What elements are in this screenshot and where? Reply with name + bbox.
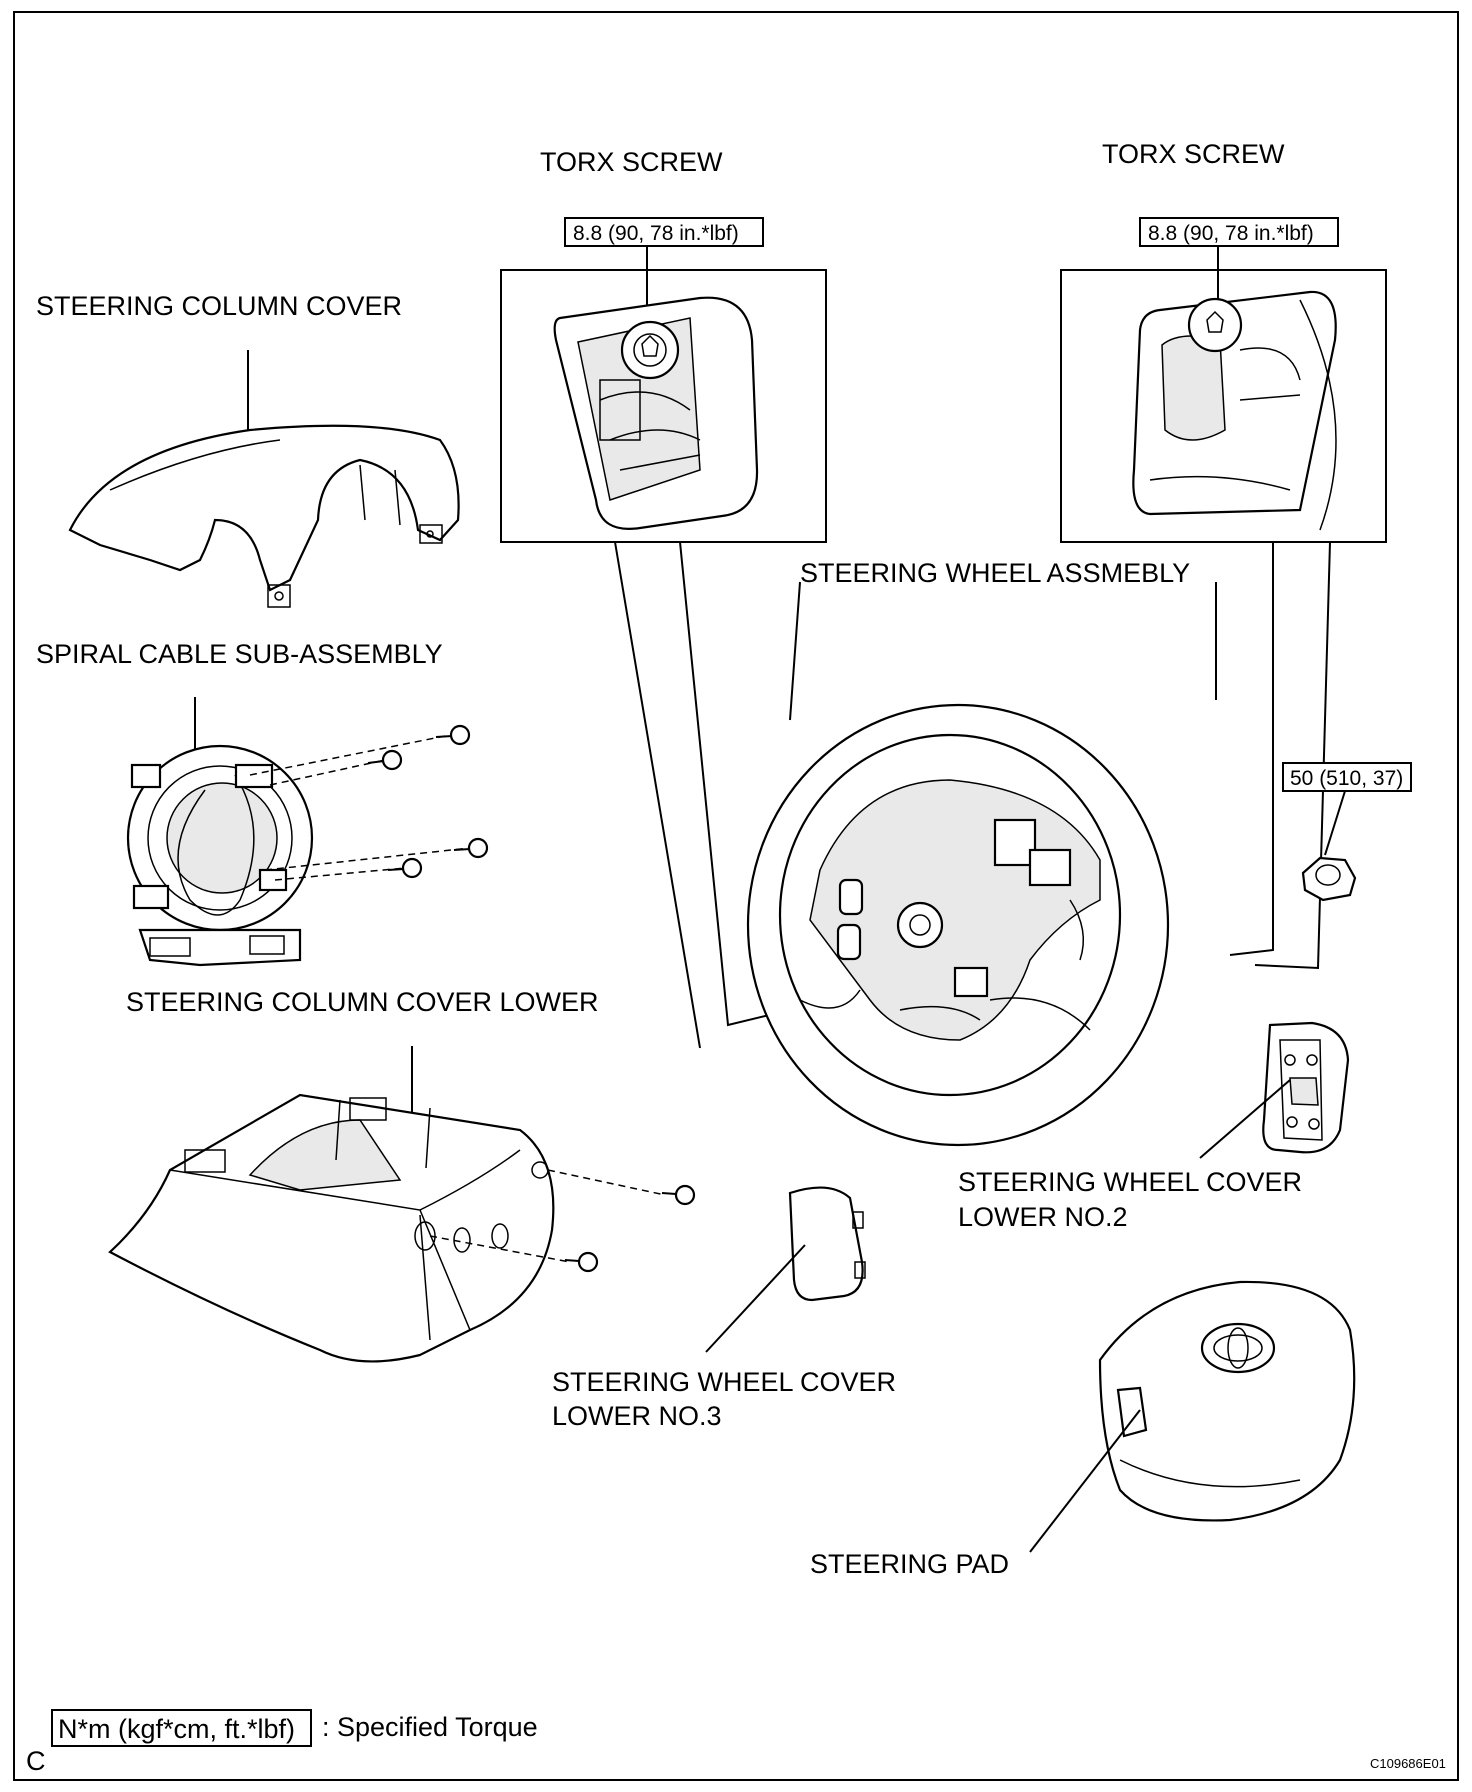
torque-box-nut [1282, 762, 1412, 792]
label-steering-wheel-assembly: STEERING WHEEL ASSMEBLY [800, 558, 1190, 588]
spiral-cable-screws [249, 724, 489, 881]
figure-code: C109686E01 [1370, 1756, 1446, 1771]
cover-lower-screws [429, 1169, 696, 1273]
torx-screw-left-detail [553, 296, 759, 530]
leader-nut [1324, 790, 1346, 856]
legend-unit-text: N*m (kgf*cm, ft.*lbf) [58, 1714, 295, 1744]
label-torx-screw-right: TORX SCREW [1102, 139, 1285, 169]
steering-wheel-cover-lower-no2-part [1262, 1021, 1350, 1154]
torque-value-torx-left: 8.8 (90, 78 in.*lbf) [573, 222, 739, 245]
torque-box-torx-left [564, 217, 764, 247]
leader-cover-lower-no2 [1199, 1079, 1291, 1159]
corner-letter: C [26, 1746, 46, 1776]
steering-pad-part [1098, 1280, 1356, 1522]
torque-value-nut: 50 (510, 37) [1290, 767, 1403, 790]
legend-description: : Specified Torque [322, 1712, 538, 1742]
label-cover-lower-no3-line2: LOWER NO.3 [552, 1401, 722, 1431]
label-steering-pad: STEERING PAD [810, 1549, 1009, 1579]
nut-part [1301, 856, 1357, 902]
label-cover-lower-no2-line2: LOWER NO.2 [958, 1202, 1128, 1232]
spiral-cable-part [126, 744, 314, 967]
label-cover-lower-no2-line1: STEERING WHEEL COVER [958, 1167, 1302, 1197]
leader-steering-wheel-assembly [789, 581, 801, 721]
steering-column-cover-lower-part [108, 1093, 555, 1363]
legend-unit-box [51, 1709, 312, 1747]
leader-detail-right-b [1254, 541, 1331, 970]
torque-box-torx-right [1139, 217, 1339, 247]
leader-detail-left-a [614, 541, 701, 1049]
leader-steering-pad [1029, 1409, 1141, 1553]
label-steering-column-cover: STEERING COLUMN COVER [36, 291, 402, 321]
torx-screw-right-detail [1132, 290, 1337, 531]
label-torx-screw-left: TORX SCREW [540, 147, 723, 177]
detail-frame-torx-left [500, 269, 827, 543]
label-cover-lower-no3-line1: STEERING WHEEL COVER [552, 1367, 896, 1397]
leader-detail-right-a [1229, 542, 1274, 956]
steering-column-cover-part [68, 424, 460, 608]
torque-value-torx-right: 8.8 (90, 78 in.*lbf) [1148, 222, 1314, 245]
label-spiral-cable: SPIRAL CABLE SUB-ASSEMBLY [36, 639, 443, 669]
detail-frame-torx-right [1060, 269, 1387, 543]
label-steering-column-cover-lower: STEERING COLUMN COVER LOWER [126, 987, 599, 1017]
leader-cover-lower-no3 [705, 1244, 806, 1353]
steering-wheel-cover-lower-no3-part [788, 1186, 866, 1302]
steering-wheel-part [746, 703, 1170, 1147]
